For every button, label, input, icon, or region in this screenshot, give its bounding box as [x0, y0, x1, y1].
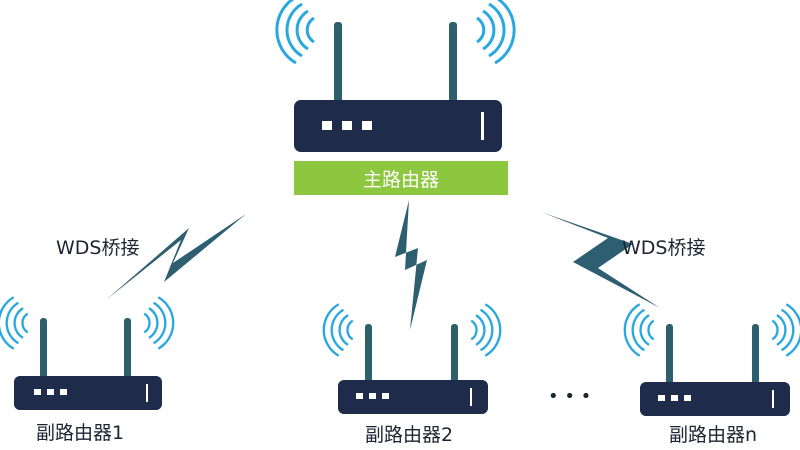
sub-router-1 [0, 296, 175, 410]
main-router-label: 主路由器 [294, 161, 508, 195]
main-router-power-line [481, 112, 484, 140]
sub-router-n-led [658, 395, 665, 401]
sub-router-2-antenna-left [365, 324, 372, 386]
sub-router-1-signal-right-icon [143, 296, 175, 350]
sub-router-2-body [338, 380, 488, 414]
sub-router-2-signal-right-icon [470, 303, 502, 357]
sub-router-1-antenna-right [124, 318, 131, 380]
sub-router-1-led [34, 389, 41, 395]
wds-link-right-bolt [541, 212, 660, 308]
main-router-antenna-left [334, 22, 342, 104]
sub-router-n-power-line [772, 390, 774, 408]
sub-router-n-signal-left-icon [623, 303, 655, 357]
sub-router-1-body [14, 376, 162, 410]
sub-router-1-label: 副路由器1 [36, 422, 125, 444]
main-router-led [362, 121, 372, 130]
sub-router-n-signal-right-icon [771, 303, 800, 357]
main-router-body [294, 100, 502, 152]
sub-router-1-antenna-left [40, 318, 47, 380]
main-router-signal-right-icon [475, 0, 516, 65]
sub-router-1-power-line [146, 384, 148, 402]
sub-router-n-antenna-right [752, 324, 759, 386]
sub-router-n-body [640, 382, 790, 416]
sub-router-2-power-line [470, 388, 472, 406]
sub-router-n-led [684, 395, 691, 401]
wds-link-left-label: WDS桥接 [56, 237, 140, 259]
sub-router-1-led [60, 389, 67, 395]
sub-router-n [623, 303, 800, 416]
sub-router-1-signal-left-icon [0, 296, 29, 350]
main-router-antenna-right [449, 22, 457, 104]
sub-router-n-label: 副路由器n [669, 424, 758, 446]
wds-link-right-label: WDS桥接 [622, 237, 706, 259]
sub-router-n-antenna-left [666, 324, 673, 386]
sub-router-2-led [382, 393, 389, 399]
sub-router-2-label: 副路由器2 [365, 424, 454, 446]
sub-router-2-antenna-right [451, 324, 458, 386]
sub-router-2-led [369, 393, 376, 399]
main-router-led [322, 121, 332, 130]
sub-router-2 [322, 303, 502, 414]
ellipsis: • • • [548, 386, 592, 407]
main-router-led [342, 121, 352, 130]
sub-router-2-signal-left-icon [322, 303, 354, 357]
sub-router-1-led [47, 389, 54, 395]
main-router [275, 0, 516, 152]
link-center-bolt [395, 200, 427, 330]
sub-router-n-led [671, 395, 678, 401]
main-router-signal-left-icon [275, 0, 316, 65]
sub-router-2-led [356, 393, 363, 399]
